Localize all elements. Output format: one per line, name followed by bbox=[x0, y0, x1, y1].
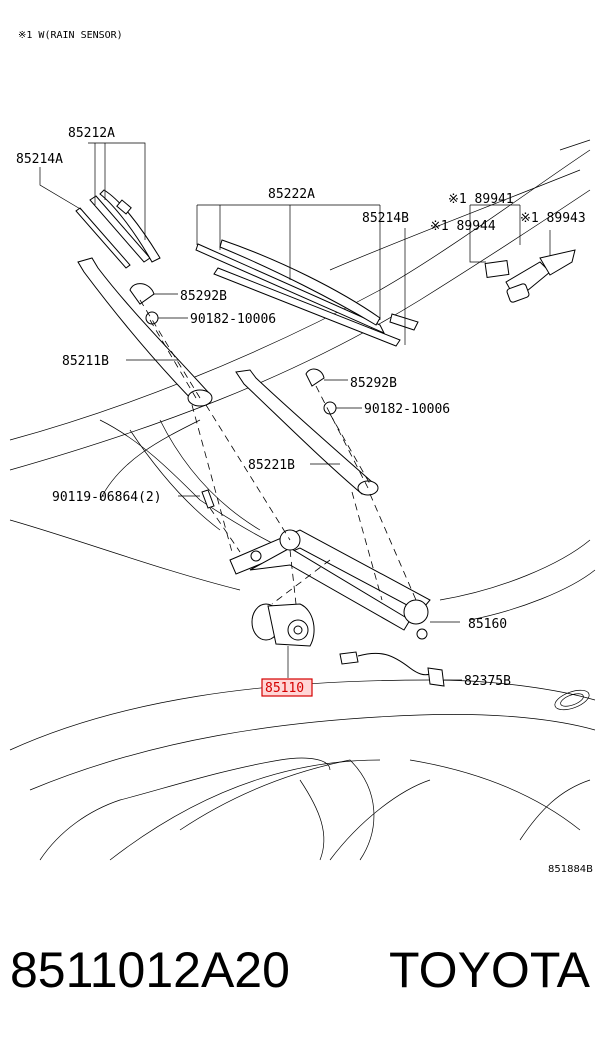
label-89944: ※1 89944 bbox=[430, 219, 496, 234]
blade-leaders bbox=[39, 142, 406, 345]
label-85292B-lower: 85292B bbox=[350, 376, 397, 391]
bolt-90119 bbox=[178, 489, 215, 509]
label-82375B: 82375B bbox=[464, 674, 511, 689]
rain-sensor-parts bbox=[469, 204, 576, 303]
wire-harness bbox=[339, 651, 462, 687]
label-85214B: 85214B bbox=[362, 211, 409, 226]
label-85214A: 85214A bbox=[16, 152, 63, 167]
wiper-motor bbox=[251, 603, 315, 678]
label-89941: ※1 89941 bbox=[448, 192, 514, 207]
dashed-assembly-lines bbox=[139, 299, 417, 605]
label-85221B: 85221B bbox=[248, 458, 295, 473]
vehicle-body-outline bbox=[9, 139, 596, 861]
parts-diagram: ※1 W(RAIN SENSOR) bbox=[9, 30, 596, 875]
caps-and-nuts bbox=[129, 283, 362, 415]
label-90119: 90119-06864(2) bbox=[52, 490, 162, 505]
part-number: 8511012A20 bbox=[10, 942, 290, 998]
caption-bar: 8511012A20 TOYOTA bbox=[0, 935, 600, 1015]
label-85160: 85160 bbox=[468, 617, 507, 632]
label-85212A: 85212A bbox=[68, 126, 115, 141]
label-90182-upper: 90182-10006 bbox=[190, 312, 276, 327]
highlight-85110 bbox=[261, 678, 313, 697]
label-85222A: 85222A bbox=[268, 187, 315, 202]
diagram-ref-code: 851884B bbox=[548, 864, 593, 875]
rain-sensor-note: ※1 W(RAIN SENSOR) bbox=[18, 30, 123, 41]
label-85211B: 85211B bbox=[62, 354, 109, 369]
wiper-linkage bbox=[229, 529, 460, 640]
wiper-arms bbox=[77, 257, 379, 496]
wiper-blades bbox=[75, 189, 419, 347]
label-90182-lower: 90182-10006 bbox=[364, 402, 450, 417]
label-85292B-upper: 85292B bbox=[180, 289, 227, 304]
label-85110[interactable]: 85110 bbox=[265, 681, 304, 696]
label-89943: ※1 89943 bbox=[520, 211, 586, 226]
part-labels: 85212A 85214A 85222A 85214B ※1 89941 ※1 … bbox=[16, 126, 586, 697]
brand-name: TOYOTA bbox=[389, 942, 590, 998]
